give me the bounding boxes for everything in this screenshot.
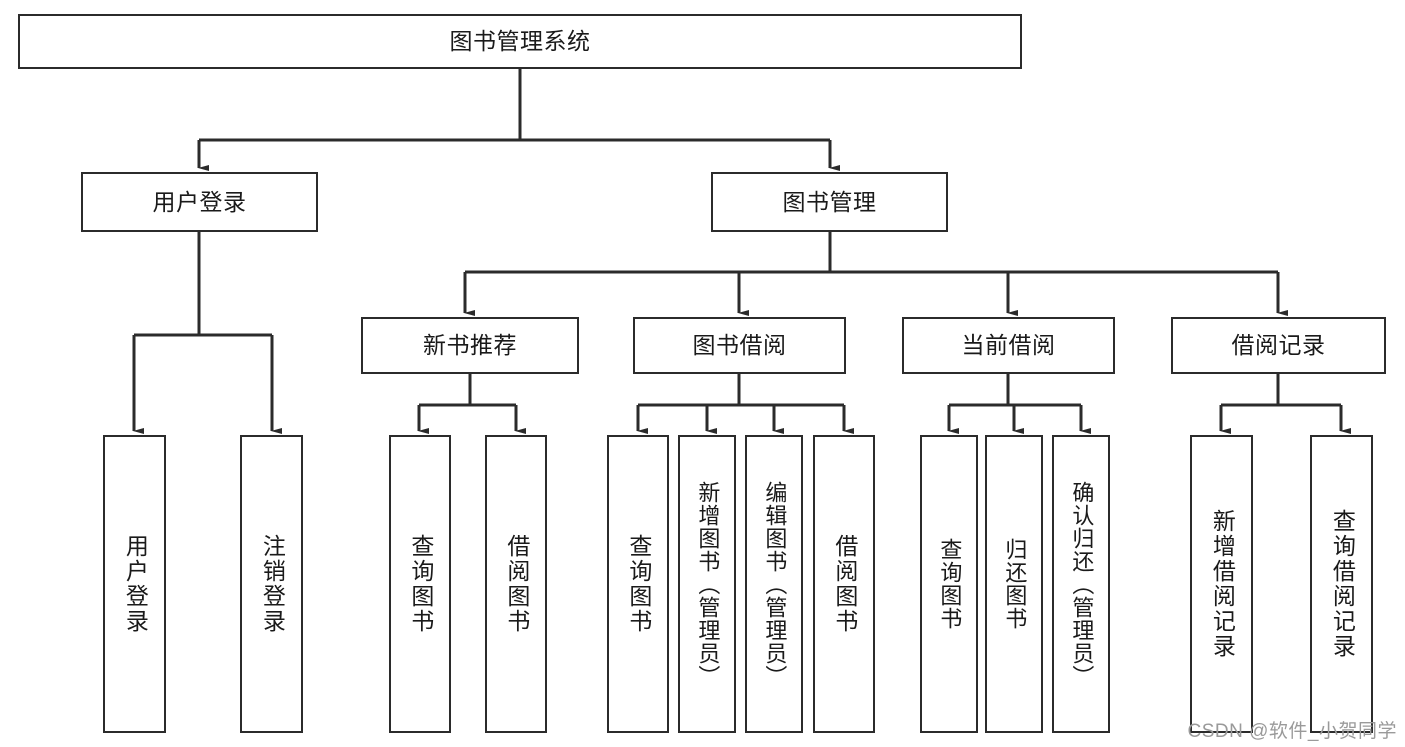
leaf-query-book-current[interactable]: 查询图书 (920, 435, 978, 733)
leaf-confirm-return-admin[interactable]: 确认归还（管理员） (1052, 435, 1110, 733)
node-borrow-record-label: 借阅记录 (1231, 332, 1326, 358)
node-new-book-recommend[interactable]: 新书推荐 (361, 317, 579, 374)
leaf-query-book-borrow[interactable]: 查询图书 (607, 435, 669, 733)
leaf-user-login-label: 用户登录 (122, 534, 149, 634)
node-user-login[interactable]: 用户登录 (81, 172, 318, 232)
leaf-confirm-return-admin-label: 确认归还（管理员） (1069, 480, 1095, 688)
leaf-query-borrow-record-label: 查询借阅记录 (1329, 509, 1356, 659)
node-root-label: 图书管理系统 (449, 28, 591, 54)
node-book-management-label: 图书管理 (782, 188, 877, 215)
leaf-borrow-book-label: 借阅图书 (831, 534, 858, 634)
leaf-query-book-recommend-label: 查询图书 (407, 534, 434, 634)
leaf-add-borrow-record-label: 新增借阅记录 (1209, 509, 1236, 659)
leaf-borrow-book[interactable]: 借阅图书 (813, 435, 875, 733)
node-root[interactable]: 图书管理系统 (18, 14, 1022, 69)
node-current-borrow[interactable]: 当前借阅 (902, 317, 1115, 374)
node-new-book-recommend-label: 新书推荐 (423, 332, 517, 358)
csdn-watermark: CSDN @软件_小贺同学 (1187, 721, 1397, 742)
node-current-borrow-label: 当前借阅 (961, 332, 1056, 358)
node-book-borrow[interactable]: 图书借阅 (633, 317, 846, 374)
leaf-add-book-admin-label: 新增图书（管理员） (695, 480, 721, 688)
leaf-edit-book-admin-label: 编辑图书（管理员） (762, 480, 788, 688)
leaf-query-book-recommend[interactable]: 查询图书 (389, 435, 451, 733)
node-book-borrow-label: 图书借阅 (692, 332, 787, 358)
leaf-query-borrow-record[interactable]: 查询借阅记录 (1310, 435, 1373, 733)
node-book-management[interactable]: 图书管理 (711, 172, 948, 232)
leaf-add-book-admin[interactable]: 新增图书（管理员） (678, 435, 736, 733)
leaf-user-login[interactable]: 用户登录 (103, 435, 166, 733)
leaf-edit-book-admin[interactable]: 编辑图书（管理员） (745, 435, 803, 733)
leaf-logout-label: 注销登录 (259, 534, 286, 634)
leaf-query-book-borrow-label: 查询图书 (625, 534, 652, 634)
leaf-borrow-book-recommend-label: 借阅图书 (503, 534, 530, 634)
leaf-query-book-current-label: 查询图书 (937, 538, 963, 630)
leaf-logout[interactable]: 注销登录 (240, 435, 303, 733)
leaf-return-book[interactable]: 归还图书 (985, 435, 1043, 733)
node-borrow-record[interactable]: 借阅记录 (1171, 317, 1386, 374)
leaf-add-borrow-record[interactable]: 新增借阅记录 (1190, 435, 1253, 733)
leaf-return-book-label: 归还图书 (1002, 538, 1028, 630)
leaf-borrow-book-recommend[interactable]: 借阅图书 (485, 435, 547, 733)
node-user-login-label: 用户登录 (152, 188, 247, 215)
